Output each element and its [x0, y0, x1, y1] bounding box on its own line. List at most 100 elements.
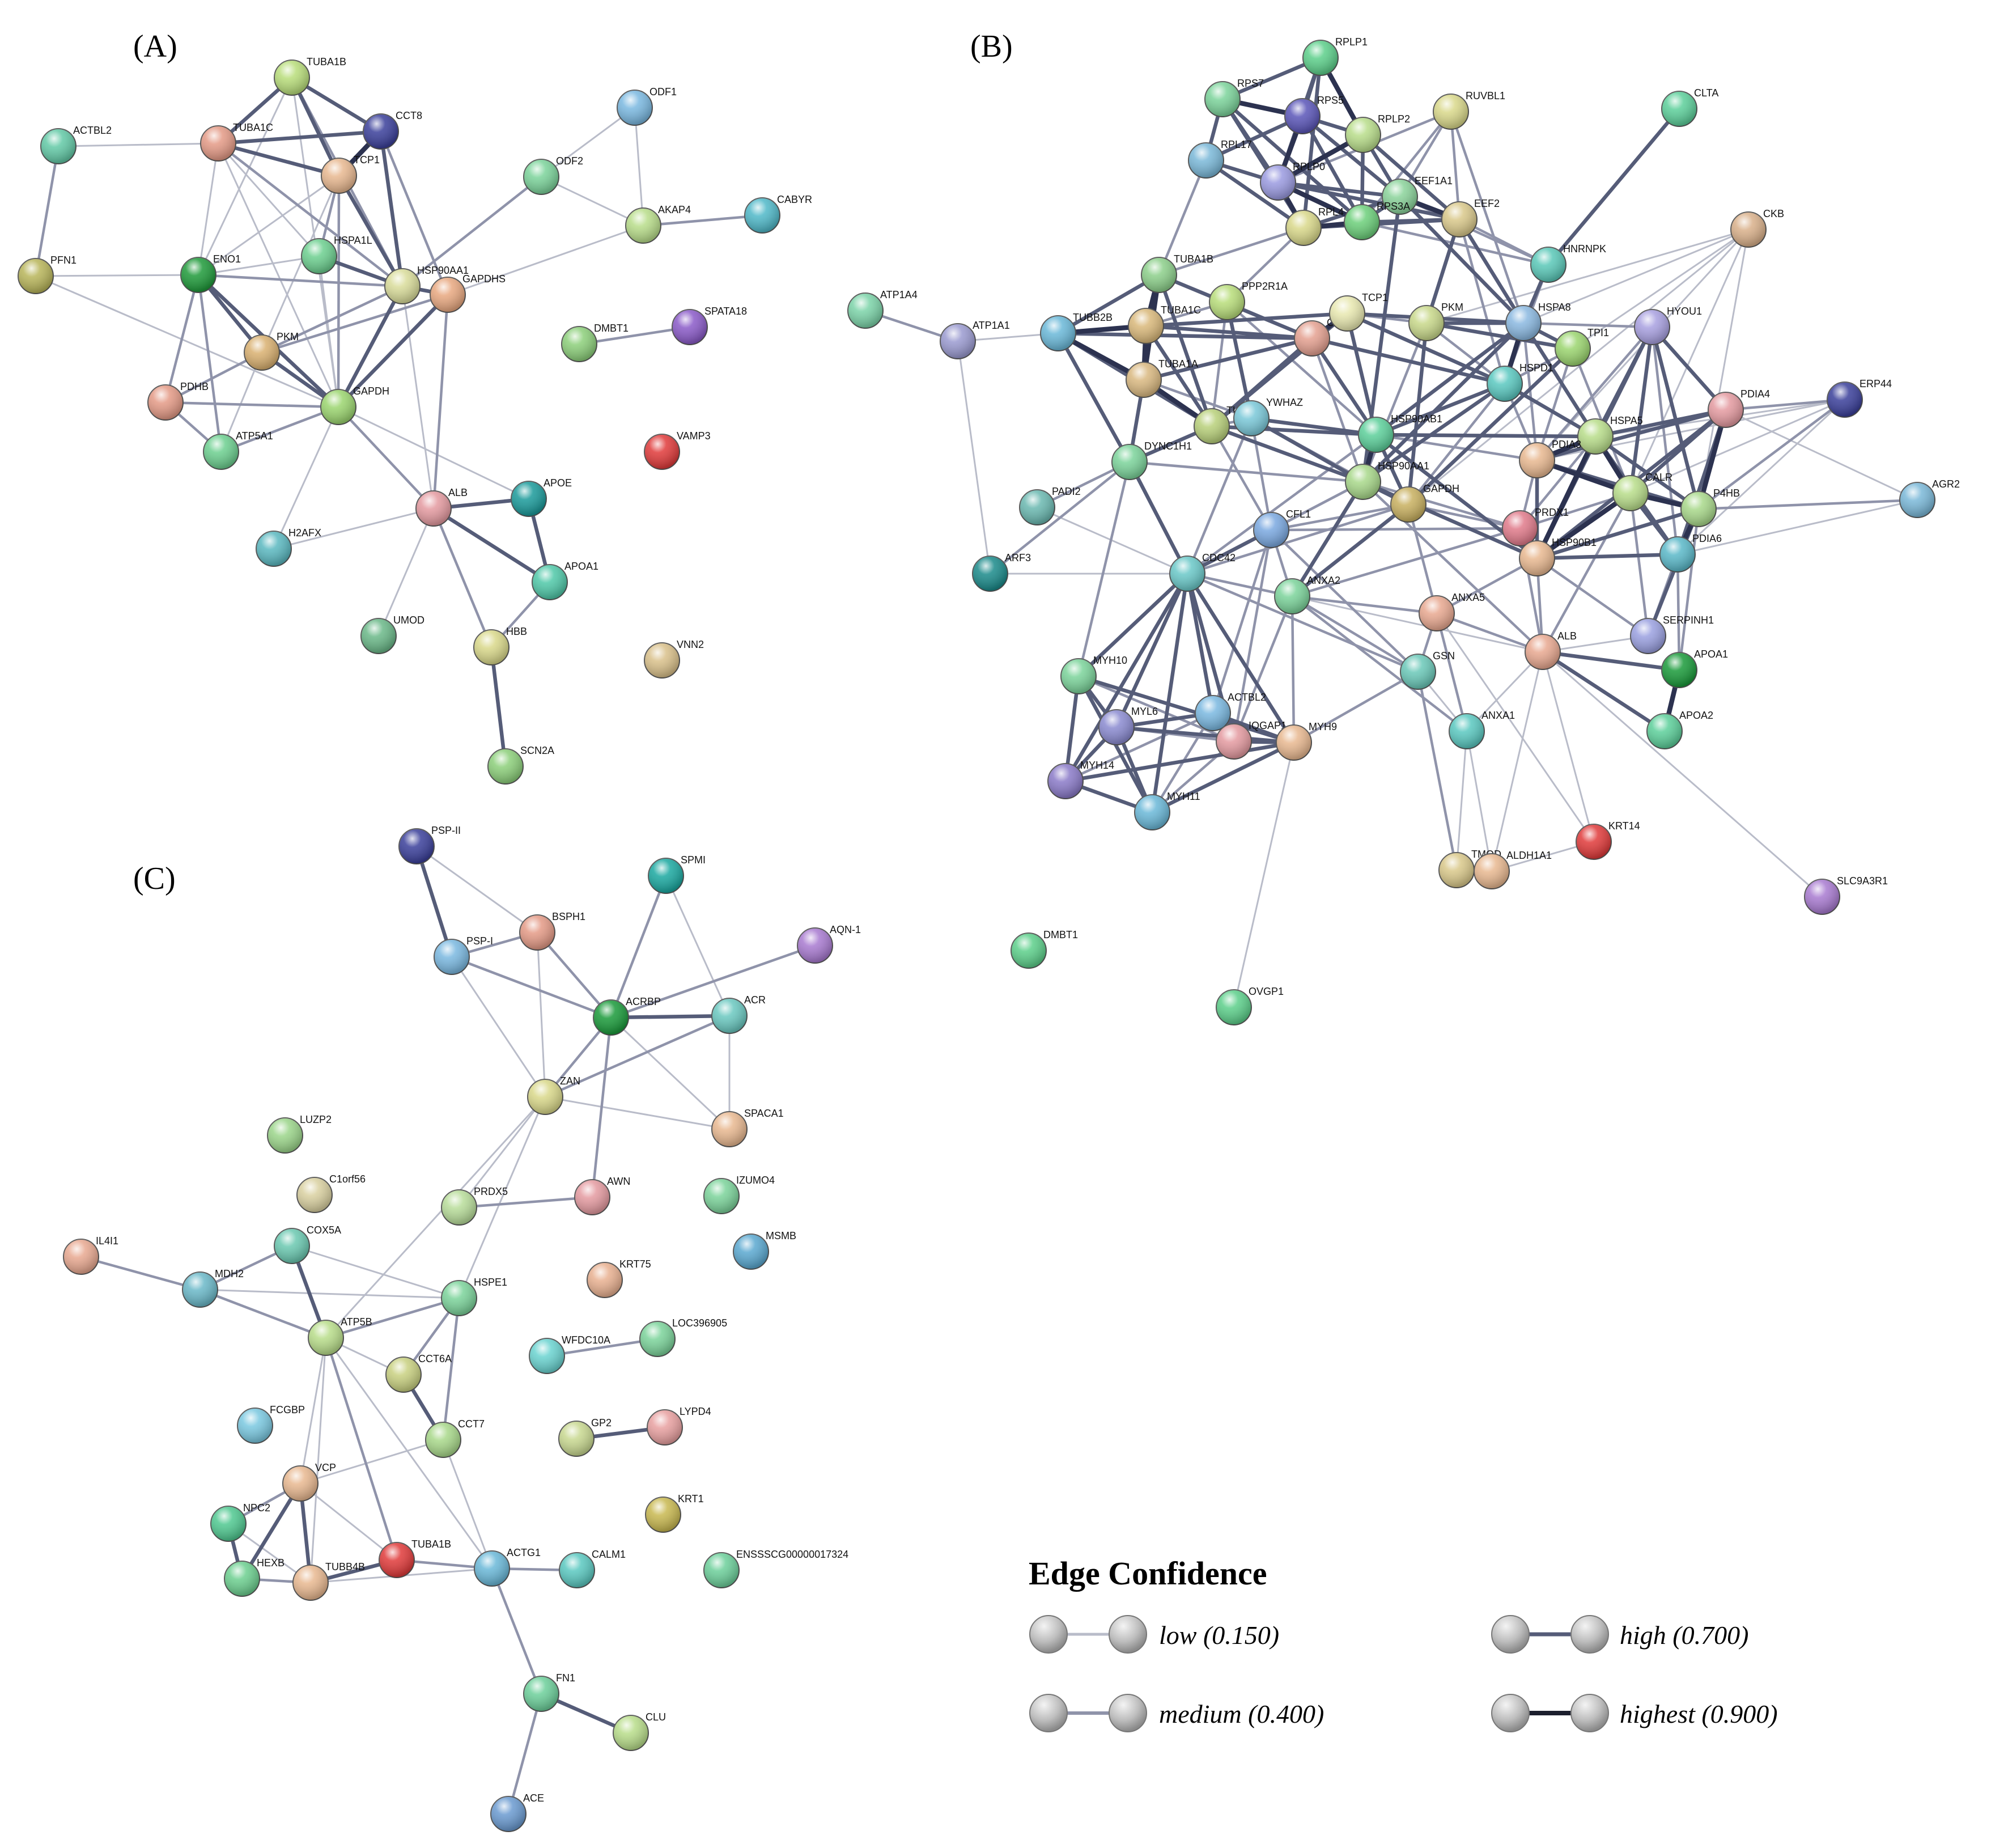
node-myh14[interactable]: MYH14	[1047, 760, 1114, 799]
node-p4hb[interactable]: P4HB	[1680, 488, 1740, 527]
node-krt1[interactable]: KRT1	[645, 1493, 704, 1533]
node-hbb[interactable]: HBB	[473, 626, 527, 666]
node-tuba1b[interactable]: TUBA1B	[1141, 253, 1213, 293]
node-pkm[interactable]: PKM	[1408, 302, 1463, 341]
node-lypd4[interactable]: LYPD4	[647, 1406, 711, 1446]
node-apoa1[interactable]: APOA1	[532, 561, 598, 600]
node-alb[interactable]: ALB	[1525, 630, 1577, 670]
node-izumo4[interactable]: IZUMO4	[703, 1175, 775, 1214]
node-pdia3[interactable]: PDIA3	[1519, 439, 1581, 478]
node-zan[interactable]: ZAN	[527, 1075, 580, 1115]
node-acr[interactable]: ACR	[711, 994, 766, 1034]
node-spaca1[interactable]: SPACA1	[711, 1108, 784, 1147]
node-apoa1[interactable]: APOA1	[1661, 649, 1728, 688]
node-serpinh1[interactable]: SERPINH1	[1630, 614, 1714, 654]
node-eef1a1[interactable]: EEF1A1	[1382, 175, 1453, 215]
node-gapdhs[interactable]: GAPDHS	[430, 273, 506, 313]
node-prdx1[interactable]: PRDX1	[1502, 507, 1569, 546]
node-apoe[interactable]: APOE	[511, 477, 572, 517]
node-anxa5[interactable]: ANXA5	[1419, 592, 1485, 631]
node-pkm[interactable]: PKM	[244, 331, 299, 371]
node-tuba1c[interactable]: TUBA1C	[200, 122, 273, 162]
node-gapdh[interactable]: GAPDH	[1390, 483, 1459, 523]
node-tuba1c[interactable]: TUBA1C	[1128, 304, 1201, 344]
node-tcp1[interactable]: TCP1	[1329, 292, 1388, 332]
node-tuba1a[interactable]: TUBA1A	[1126, 358, 1198, 398]
node-scn2a[interactable]: SCN2A	[487, 745, 554, 785]
node-awn[interactable]: AWN	[574, 1176, 630, 1215]
node-hsp90aa1[interactable]: HSP90AA1	[384, 265, 469, 304]
node-cct7[interactable]: CCT7	[425, 1418, 485, 1458]
node-ace[interactable]: ACE	[490, 1792, 544, 1832]
node-h2afx[interactable]: H2AFX	[256, 527, 321, 567]
node-rps5[interactable]: RPS5	[1284, 95, 1344, 134]
node-cdc42[interactable]: CDC42	[1169, 552, 1236, 592]
node-aldh1a1[interactable]: ALDH1A1	[1474, 850, 1552, 889]
node-hsp90aa1[interactable]: HSP90AA1	[1345, 460, 1429, 500]
node-myh10[interactable]: MYH10	[1060, 655, 1127, 694]
node-eef2[interactable]: EEF2	[1441, 198, 1500, 238]
node-rps7[interactable]: RPS7	[1204, 78, 1264, 117]
node-hspd1[interactable]: HSPD1	[1487, 362, 1553, 402]
node-rpl4[interactable]: RPL4	[1285, 206, 1344, 246]
node-acrbp[interactable]: ACRBP	[593, 996, 661, 1036]
node-psp-i[interactable]: PSP-I	[434, 935, 493, 975]
node-vnn2[interactable]: VNN2	[644, 639, 704, 679]
node-clta[interactable]: CLTA	[1661, 87, 1718, 127]
node-rps3a[interactable]: RPS3A	[1344, 201, 1410, 240]
node-luzp2[interactable]: LUZP2	[267, 1114, 332, 1154]
node-gp2[interactable]: GP2	[558, 1417, 612, 1457]
node-tuba1b[interactable]: TUBA1B	[379, 1538, 451, 1578]
node-spata18[interactable]: SPATA18	[672, 306, 747, 345]
node-ywhaz[interactable]: YWHAZ	[1233, 397, 1303, 436]
node-hexb[interactable]: HEXB	[224, 1557, 285, 1597]
node-pfn1[interactable]: PFN1	[18, 255, 77, 294]
node-krt14[interactable]: KRT14	[1576, 820, 1640, 860]
node-cox5a[interactable]: COX5A	[274, 1224, 341, 1264]
node-hspe1[interactable]: HSPE1	[441, 1277, 507, 1316]
node-actbl2[interactable]: ACTBL2	[40, 125, 112, 164]
node-myh9[interactable]: MYH9	[1276, 721, 1337, 761]
node-hspa8[interactable]: HSPA8	[1505, 302, 1571, 341]
node-apoa2[interactable]: APOA2	[1646, 710, 1713, 749]
node-rplp2[interactable]: RPLP2	[1345, 113, 1410, 153]
node-rplp1[interactable]: RPLP1	[1302, 36, 1368, 76]
node-umod[interactable]: UMOD	[360, 614, 424, 654]
node-arf3[interactable]: ARF3	[972, 552, 1031, 592]
node-ckb[interactable]: CKB	[1730, 208, 1784, 248]
node-cct6a[interactable]: CCT6A	[385, 1353, 452, 1393]
node-aqn-1[interactable]: AQN-1	[797, 924, 861, 964]
node-spmi[interactable]: SPMI	[648, 854, 706, 894]
node-anxa1[interactable]: ANXA1	[1449, 710, 1515, 749]
node-msmb[interactable]: MSMB	[733, 1230, 796, 1270]
node-erp44[interactable]: ERP44	[1827, 378, 1892, 418]
node-cabyr[interactable]: CABYR	[744, 194, 812, 234]
node-rpl17[interactable]: RPL17	[1188, 139, 1252, 179]
node-hspa5[interactable]: HSPA5	[1577, 415, 1643, 455]
node-dync1h1[interactable]: DYNC1H1	[1111, 440, 1192, 480]
node-mdh2[interactable]: MDH2	[182, 1268, 244, 1308]
node-tpi1[interactable]: TPI1	[1555, 327, 1609, 367]
node-myl6[interactable]: MYL6	[1098, 706, 1158, 745]
node-ruvbl1[interactable]: RUVBL1	[1433, 90, 1505, 130]
node-hspa1l[interactable]: HSPA1L	[301, 235, 372, 274]
node-enssscg00000017324[interactable]: ENSSSCG00000017324	[703, 1549, 848, 1588]
node-tubb4b[interactable]: TUBB4B	[292, 1561, 365, 1601]
node-fcgbp[interactable]: FCGBP	[237, 1404, 305, 1444]
node-iqgap1[interactable]: IQGAP1	[1216, 720, 1287, 760]
node-pdia4[interactable]: PDIA4	[1708, 388, 1770, 428]
node-vamp3[interactable]: VAMP3	[644, 430, 711, 470]
node-pdhb[interactable]: PDHB	[147, 381, 209, 421]
node-padi2[interactable]: PADI2	[1019, 486, 1081, 525]
node-tubb2b[interactable]: TUBB2B	[1040, 312, 1113, 351]
node-anxa2[interactable]: ANXA2	[1274, 575, 1340, 614]
node-ovgp1[interactable]: OVGP1	[1216, 986, 1284, 1025]
node-atp5a1[interactable]: ATP5A1	[203, 430, 273, 470]
node-eno1[interactable]: ENO1	[180, 253, 241, 293]
node-atp5b[interactable]: ATP5B	[308, 1316, 372, 1356]
node-il4i1[interactable]: IL4I1	[63, 1235, 118, 1275]
node-calr[interactable]: CALR	[1612, 472, 1672, 511]
node-ppp2r1a[interactable]: PPP2R1A	[1209, 281, 1288, 320]
node-alb[interactable]: ALB	[415, 487, 468, 527]
node-tcp1[interactable]: TCP1	[321, 154, 380, 194]
